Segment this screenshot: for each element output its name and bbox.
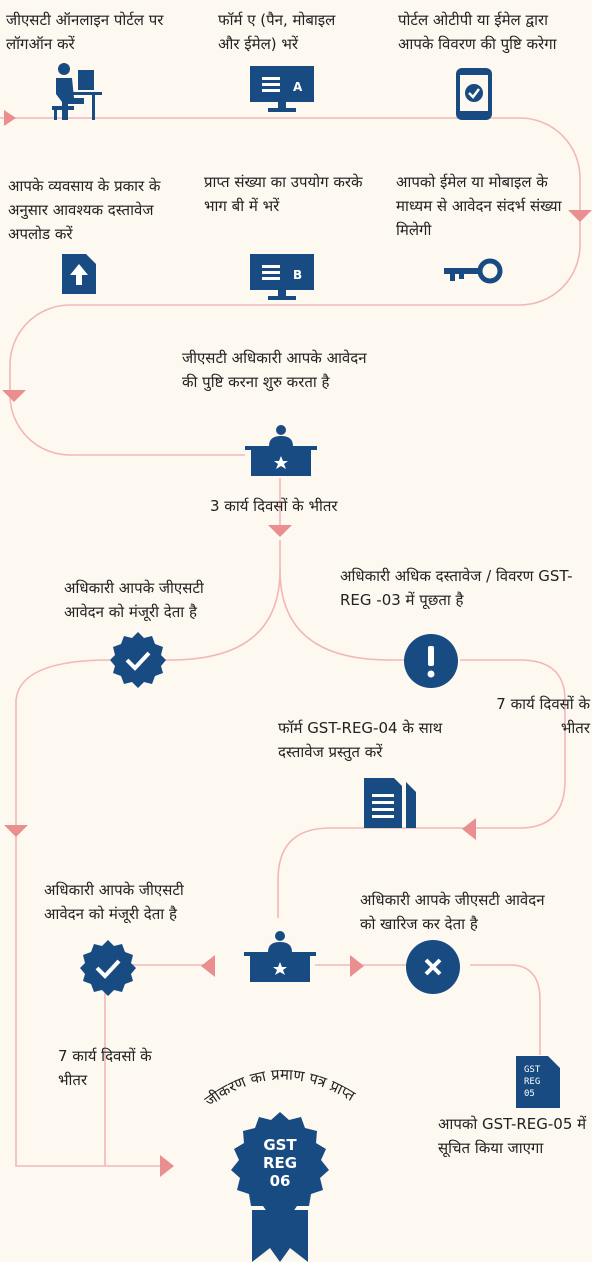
step-approve-2-text: अधिकारी आपके जीएसटी आवेदन को मंजूरी देता…: [44, 881, 184, 923]
svg-text:A: A: [293, 80, 303, 94]
step-login-text: जीएसटी ऑनलाइन पोर्टल पर लॉगऑन करें: [6, 11, 164, 53]
svg-text:REG: REG: [263, 1154, 297, 1172]
step-reference-text: आपको ईमेल या मोबाइल के माध्यम से आवेदन स…: [396, 173, 562, 239]
step-reject-text: अधिकारी आपके जीएसटी आवेदन को खारिज कर दे…: [360, 891, 545, 933]
step-approve-1-text: अधिकारी आपके जीएसटी आवेदन को मंजूरी देता…: [64, 579, 204, 621]
officer-desk-icon: [244, 931, 316, 982]
step-part-b-text: प्राप्त संख्या का उपयोग करके भाग बी में …: [204, 173, 363, 215]
cross-circle-icon: [406, 940, 460, 994]
phone-check-icon: [456, 68, 492, 120]
svg-text:आप पंजीकरण का प्रमाण पत्र प्रा: आप पंजीकरण का प्रमाण पत्र प्राप्त करते ह…: [190, 1050, 363, 1110]
svg-text:B: B: [293, 268, 302, 282]
person-laptop-icon: [52, 63, 102, 120]
gst-reg-06-badge-icon: GST REG 06: [231, 1112, 329, 1262]
step-otp-text: पोर्टल ओटीपी या ईमेल द्वारा आपके विवरण क…: [398, 11, 557, 53]
step-upload-text: आपके व्यवसाय के प्रकार के अनुसार आवश्यक …: [8, 177, 161, 243]
seven-days-label-a: 7 कार्य दिवसों के भीतर: [496, 695, 590, 737]
svg-text:05: 05: [524, 1089, 535, 1099]
officer-desk-icon: [245, 425, 317, 476]
svg-text:REG: REG: [524, 1077, 540, 1087]
svg-text:GST: GST: [263, 1136, 297, 1154]
seven-days-label-b: 7 कार्य दिवसों के भीतर: [58, 1047, 152, 1089]
key-icon: [444, 258, 503, 284]
check-circle-icon: [110, 632, 166, 688]
exclamation-circle-icon: [404, 634, 458, 688]
documents-icon: [364, 778, 416, 828]
step-reg05-text: आपको GST-REG-05 में सूचित किया जाएगा: [438, 1115, 587, 1157]
monitor-form-a-icon: A: [250, 66, 314, 112]
svg-text:06: 06: [270, 1172, 291, 1190]
three-days-label: 3 कार्य दिवसों के भीतर: [210, 497, 338, 515]
step-form-a-text: फॉर्म ए (पैन, मोबाइल और ईमेल) भरें: [218, 11, 336, 53]
upload-icon: [62, 254, 96, 294]
monitor-form-b-icon: B: [250, 254, 314, 300]
svg-text:GST: GST: [524, 1065, 541, 1075]
gst-reg-05-document-icon: GST REG 05: [516, 1056, 560, 1108]
step-submit-reg04-text: फॉर्म GST-REG-04 के साथ दस्तावेज प्रस्तु…: [278, 719, 443, 761]
step-query-text: अधिकारी अधिक दस्तावेज / विवरण GST-REG -0…: [340, 567, 573, 609]
step-officer-verify-text: जीएसटी अधिकारी आपके आवेदन की पुष्टि करना…: [182, 349, 367, 391]
certificate-arc-text: आप पंजीकरण का प्रमाण पत्र प्राप्त करते ह…: [190, 1050, 363, 1110]
check-circle-icon: [80, 940, 136, 996]
